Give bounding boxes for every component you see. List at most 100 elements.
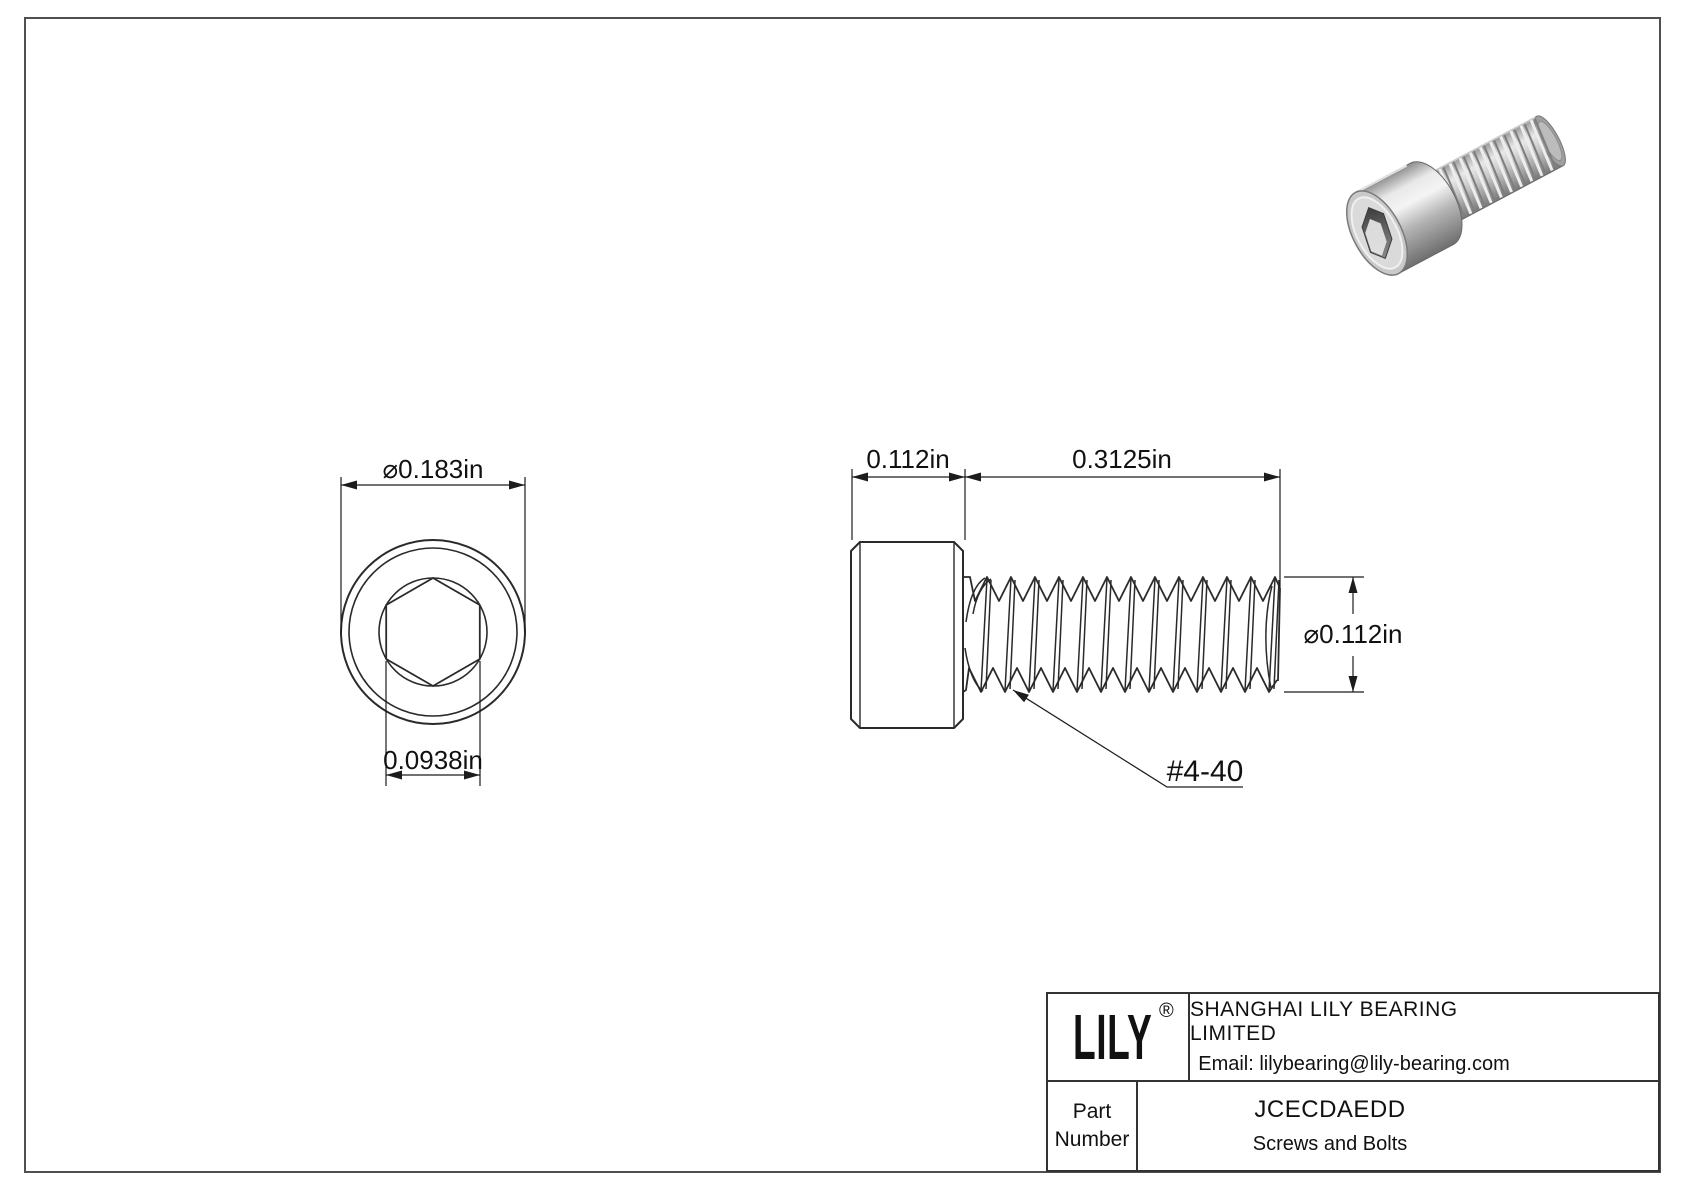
arrowhead-up xyxy=(1348,577,1358,593)
render-ridge-shadow xyxy=(1442,166,1466,218)
render-socket-floor-highlight xyxy=(1365,219,1387,256)
thread-flank-line xyxy=(1009,579,1016,690)
thread-flank-line xyxy=(1105,579,1112,690)
thread-flank-line xyxy=(1196,577,1204,692)
render-ridge-highlight xyxy=(1509,130,1534,182)
thread-size-leader xyxy=(1012,689,1243,788)
render-hex-socket xyxy=(1361,206,1393,260)
thread-flank-line xyxy=(1081,579,1088,690)
head-width-dimension xyxy=(851,469,966,540)
company-email: Email: lilybearing@lily-bearing.com xyxy=(1198,1053,1510,1075)
title-block-bottom-row: Part Number JCECDAEDD Screws and Bolts xyxy=(1048,1082,1658,1170)
front-view-chamfer-circle xyxy=(348,547,518,717)
render-ridge-shadow xyxy=(1503,134,1527,186)
thread-flank-line xyxy=(1244,577,1252,692)
socket-flats-label: 0.0938in xyxy=(383,745,483,775)
thread-flank-line xyxy=(1129,579,1136,690)
thread-crest-bottom xyxy=(962,667,1278,693)
part-number-cell: JCECDAEDD Screws and Bolts xyxy=(1138,1082,1658,1170)
front-view xyxy=(340,539,526,725)
thread-flank-line xyxy=(1076,577,1084,692)
part-number-label-line1: Part xyxy=(1072,1099,1112,1123)
arrowhead-right xyxy=(464,770,480,780)
thread-flank-line xyxy=(1273,579,1280,690)
title-block: LILY ® SHANGHAI LILY BEARING LIMITED Ema… xyxy=(1046,992,1660,1172)
side-view-head-outline xyxy=(850,541,964,729)
render-ridge-shadow xyxy=(1493,139,1516,191)
thread-diameter-dimension xyxy=(1284,576,1364,693)
front-view-hex-socket xyxy=(385,576,481,688)
thread-flank-line xyxy=(1249,579,1256,690)
render-ridge-shadow xyxy=(1513,128,1537,180)
head-diameter-label: ⌀0.183in xyxy=(383,454,484,484)
render-ridge-highlight xyxy=(1529,119,1554,172)
thread-flank-line xyxy=(1268,577,1276,692)
render-ridge-highlight xyxy=(1489,141,1513,193)
thread-flank-line xyxy=(1201,579,1208,690)
thread-diameter-label: ⌀0.112in xyxy=(1303,619,1402,649)
logo-text: LILY xyxy=(1073,1001,1153,1073)
registered-trademark-symbol: ® xyxy=(1159,1000,1174,1022)
render-shank-highlight xyxy=(1418,116,1536,181)
render-ridge-shadow xyxy=(1523,123,1547,175)
title-block-top-row: LILY ® SHANGHAI LILY BEARING LIMITED Ema… xyxy=(1048,994,1658,1082)
thread-flank-line xyxy=(1052,577,1060,692)
sheet-border-frame xyxy=(24,17,1661,1173)
arrowhead-left xyxy=(386,770,402,780)
part-number-value: JCECDAEDD xyxy=(1254,1096,1406,1123)
company-logo: LILY ® xyxy=(1073,1000,1174,1073)
render-ridge-highlight xyxy=(1448,163,1473,215)
part-number-label-cell: Part Number xyxy=(1048,1082,1138,1170)
thread-length-dimension xyxy=(965,469,1281,587)
arrowhead-left xyxy=(852,472,868,482)
thread-runout-line xyxy=(965,577,986,623)
thread-flank-line xyxy=(1100,577,1108,692)
thread-flank-line xyxy=(1148,577,1156,692)
part-category: Screws and Bolts xyxy=(1252,1133,1408,1155)
thread-end-line xyxy=(1277,587,1281,682)
thread-size-label: #4-40 xyxy=(1167,755,1244,788)
render-ridge-highlight xyxy=(1519,125,1544,177)
arrowhead-left xyxy=(965,472,981,482)
thread-flank-lines xyxy=(980,577,1280,692)
company-info-cell: SHANGHAI LILY BEARING LIMITED Email: lil… xyxy=(1190,994,1658,1080)
leader-arrowhead xyxy=(1013,690,1029,703)
render-ridge-shadow xyxy=(1462,155,1486,207)
thread-flank-line xyxy=(1004,577,1012,692)
render-ridge-shadow xyxy=(1533,118,1557,169)
front-view-outer-circle xyxy=(340,539,526,725)
front-view-socket-dimension xyxy=(385,661,481,786)
part-number-label-line2: Number xyxy=(1054,1128,1130,1151)
render-ridge-shadow xyxy=(1452,161,1476,213)
thread-flank-line xyxy=(1177,579,1184,690)
thread-flank-line xyxy=(1220,577,1228,692)
thread-flank-line xyxy=(1028,577,1036,692)
thread-runout-line xyxy=(964,647,984,692)
front-view-diameter-dimension xyxy=(340,477,526,632)
render-ridge-highlight xyxy=(1468,152,1493,204)
head-width-label: 0.112in xyxy=(866,444,949,474)
thread-flank-line xyxy=(1172,577,1180,692)
company-name: SHANGHAI LILY BEARING LIMITED xyxy=(1190,998,1458,1045)
thread-flank-line xyxy=(1057,579,1064,690)
thread-flank-line xyxy=(1124,577,1132,692)
render-ridge-highlight xyxy=(1479,146,1503,199)
arrowhead-down xyxy=(1348,676,1358,692)
leader-line xyxy=(1012,689,1243,788)
render-ridge-shadow xyxy=(1472,150,1496,202)
arrowhead-left xyxy=(341,480,357,490)
side-view xyxy=(850,541,1281,729)
logo-cell: LILY ® xyxy=(1048,994,1190,1080)
thread-flank-line xyxy=(1225,579,1232,690)
arrowhead-right xyxy=(949,472,965,482)
thread-flank-line xyxy=(1153,579,1160,690)
arrowhead-right xyxy=(1264,472,1280,482)
thread-length-label: 0.3125in xyxy=(1072,444,1172,474)
render-ridge-highlight xyxy=(1499,136,1524,188)
render-head-highlight xyxy=(1357,163,1408,193)
thread-end-arc xyxy=(1265,585,1273,689)
render-ridge-shadow xyxy=(1483,145,1506,196)
thread-flank-line xyxy=(1033,579,1040,690)
